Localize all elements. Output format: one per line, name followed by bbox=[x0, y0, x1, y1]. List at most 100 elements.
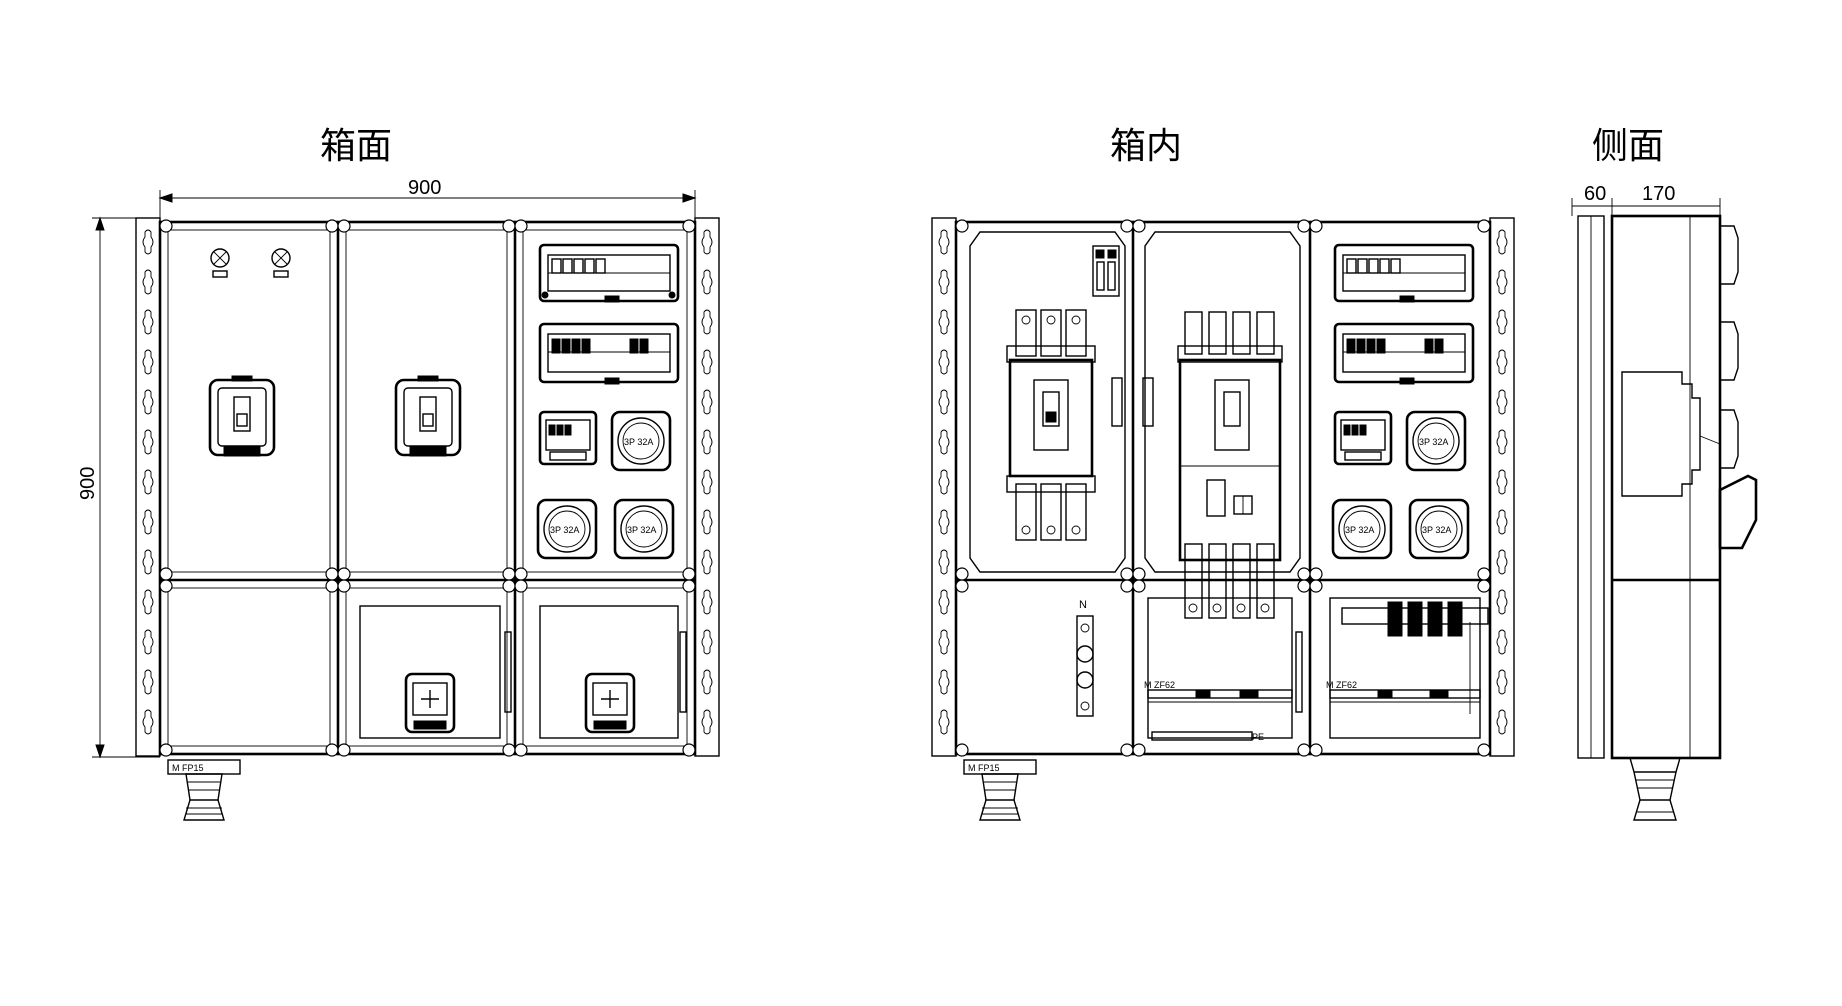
rail-slot bbox=[142, 269, 154, 295]
cable-gland-inside: M FP15 bbox=[963, 759, 1037, 821]
frame-bolt bbox=[1309, 219, 1323, 233]
gland-label-front: M FP15 bbox=[172, 763, 204, 773]
frame-bolt bbox=[325, 219, 339, 233]
frame-bolt bbox=[325, 579, 339, 593]
busbar-terminals bbox=[1341, 601, 1489, 714]
rail-slot bbox=[938, 309, 950, 335]
frame-bolt bbox=[682, 567, 696, 581]
frame-bolt bbox=[1309, 743, 1323, 757]
rail-slot bbox=[938, 469, 950, 495]
rail-slot bbox=[701, 509, 713, 535]
rail-slot bbox=[142, 549, 154, 575]
frame-bolt bbox=[514, 567, 528, 581]
right-mounting-rail bbox=[694, 217, 720, 757]
rail-slot bbox=[1496, 469, 1508, 495]
socket-label-inside-1: 3P 32A bbox=[1419, 437, 1448, 447]
frame-bolt bbox=[159, 579, 173, 593]
height-dimension: 900 bbox=[77, 216, 160, 759]
frame-bolt bbox=[1120, 743, 1134, 757]
neutral-terminal: N bbox=[1076, 599, 1094, 717]
front-view-title: 箱面 bbox=[320, 126, 392, 167]
rail-slot bbox=[142, 429, 154, 455]
door-panel-right bbox=[539, 605, 679, 739]
mccb-4p bbox=[1177, 311, 1283, 619]
socket-label-2: 3P 32A bbox=[550, 525, 579, 535]
socket-label-3: 3P 32A bbox=[627, 525, 656, 535]
front-enclosure bbox=[158, 220, 697, 756]
frame-bolt bbox=[1309, 579, 1323, 593]
frame-bolt bbox=[337, 567, 351, 581]
frame-bolt bbox=[955, 567, 969, 581]
mccb-3p bbox=[1006, 309, 1096, 541]
frame-bolt bbox=[514, 743, 528, 757]
socket-3p32a-1: 3P 32A bbox=[610, 410, 672, 472]
frame-bolt bbox=[502, 743, 516, 757]
socket-3p32a-inside-1: 3P 32A bbox=[1405, 410, 1467, 472]
frame-bolt bbox=[1132, 219, 1146, 233]
rail-slot bbox=[1496, 269, 1508, 295]
main-breaker-window-2 bbox=[394, 375, 462, 457]
lower-compartment-right bbox=[1329, 597, 1481, 739]
socket-outlet-right bbox=[584, 672, 636, 734]
rail-slot bbox=[701, 309, 713, 335]
side-module-2 bbox=[1719, 321, 1739, 381]
side-module-3 bbox=[1719, 409, 1739, 469]
side-view-title: 侧面 bbox=[1592, 126, 1664, 167]
width-value: 900 bbox=[408, 177, 441, 199]
terminal-label-right: M ZF62 bbox=[1326, 680, 1357, 690]
frame-bolt bbox=[1120, 567, 1134, 581]
indicator-lamp-2 bbox=[271, 248, 291, 278]
height-value: 900 bbox=[77, 467, 99, 500]
rail-slot bbox=[701, 589, 713, 615]
side-enclosure bbox=[1610, 214, 1722, 760]
din-rail-middle: M ZF62 PE bbox=[1144, 680, 1293, 742]
rail-slot bbox=[1496, 349, 1508, 375]
frame-bolt bbox=[337, 743, 351, 757]
gland-label-inside: M FP15 bbox=[968, 763, 1000, 773]
frame-bolt bbox=[514, 579, 528, 593]
rail-slot bbox=[938, 229, 950, 255]
rail-slot bbox=[701, 349, 713, 375]
door-panel-middle bbox=[359, 605, 501, 739]
rail-slot bbox=[142, 389, 154, 415]
frame-bolt bbox=[682, 219, 696, 233]
rail-slot bbox=[938, 669, 950, 695]
rail-slot bbox=[938, 589, 950, 615]
socket-outlet-middle bbox=[404, 672, 456, 734]
inside-enclosure bbox=[954, 220, 1492, 756]
frame-bolt bbox=[1477, 219, 1491, 233]
rail-slot bbox=[1496, 709, 1508, 735]
socket-3p32a-2: 3P 32A bbox=[536, 498, 598, 560]
frame-bolt bbox=[159, 567, 173, 581]
rail-slot bbox=[142, 709, 154, 735]
side-breaker-profile bbox=[1621, 371, 1701, 497]
frame-bolt bbox=[1120, 579, 1134, 593]
rail-slot bbox=[142, 469, 154, 495]
rail-slot bbox=[938, 629, 950, 655]
side-module-1 bbox=[1719, 225, 1739, 285]
front-view: 900 900 bbox=[77, 177, 720, 821]
rail-slot bbox=[938, 349, 950, 375]
frame-bolt bbox=[1132, 743, 1146, 757]
rail-slot bbox=[938, 389, 950, 415]
frame-bolt bbox=[502, 567, 516, 581]
frame-bolt bbox=[1297, 743, 1311, 757]
rail-slot bbox=[701, 669, 713, 695]
right-mounting-rail-inside bbox=[1489, 217, 1515, 757]
frame-bolt bbox=[1477, 743, 1491, 757]
cable-gland-side bbox=[1629, 757, 1681, 821]
frame-bolt bbox=[955, 219, 969, 233]
socket-label-inside-2: 3P 32A bbox=[1345, 525, 1374, 535]
rail-slot bbox=[142, 509, 154, 535]
frame-bolt bbox=[955, 743, 969, 757]
frame-bolt bbox=[325, 567, 339, 581]
left-mounting-rail-inside bbox=[931, 217, 957, 757]
frame-bolt bbox=[1297, 579, 1311, 593]
small-double-breaker bbox=[1092, 245, 1120, 297]
rail-slot bbox=[1496, 669, 1508, 695]
inside-view-title: 箱内 bbox=[1110, 126, 1182, 167]
rail-slot bbox=[1496, 229, 1508, 255]
inside-view: 3P 32A 3P 32A 3P 32A N M ZF62 bbox=[931, 217, 1515, 821]
rail-slot bbox=[1496, 389, 1508, 415]
socket-label-inside-3: 3P 32A bbox=[1422, 525, 1451, 535]
